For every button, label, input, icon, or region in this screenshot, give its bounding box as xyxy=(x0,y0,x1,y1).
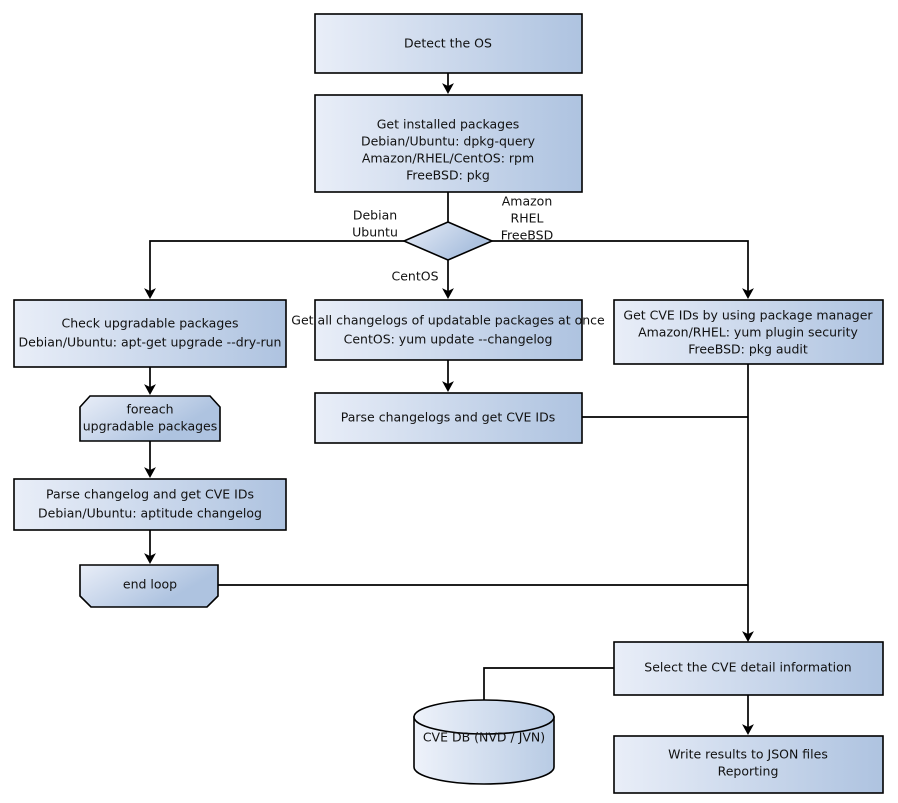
select-cve-detail-box[interactable] xyxy=(613,641,884,696)
write-results-line-2: Reporting xyxy=(718,764,779,779)
parse-changelog-box[interactable] xyxy=(13,478,287,531)
edges-layer xyxy=(144,73,754,735)
node-get-all-changelogs[interactable]: Get all changelogs of updatable packages… xyxy=(291,299,605,361)
detect-os-label: Detect the OS xyxy=(404,36,492,51)
foreach-line-2: upgradable packages xyxy=(83,419,218,434)
edge-decision-right-to-getcve xyxy=(492,240,754,299)
cve-db-cylinder-top xyxy=(413,699,555,735)
label-ubuntu: Ubuntu xyxy=(352,225,398,240)
parse-changelog-line-2: Debian/Ubuntu: aptitude changelog xyxy=(38,506,262,521)
edge-label-amazon-rhel-freebsd: Amazon RHEL FreeBSD xyxy=(501,194,553,243)
node-check-upgradable-packages[interactable]: Check upgradable packages Debian/Ubuntu:… xyxy=(13,299,287,368)
parse-changelogs-label: Parse changelogs and get CVE IDs xyxy=(341,410,555,425)
os-decision-diamond[interactable] xyxy=(401,221,495,261)
foreach-loop-shape[interactable] xyxy=(79,395,221,442)
get-all-changelogs-line-1: Get all changelogs of updatable packages… xyxy=(291,313,605,328)
parse-changelogs-box[interactable] xyxy=(314,392,583,444)
cve-db-label: CVE DB (NVD / JVN) xyxy=(423,730,545,745)
node-write-results[interactable]: Write results to JSON files Reporting xyxy=(613,735,884,794)
get-cve-ids-line-1: Get CVE IDs by using package manager xyxy=(623,308,873,323)
write-results-line-1: Write results to JSON files xyxy=(668,747,828,762)
edge-label-debian-ubuntu: Debian Ubuntu xyxy=(352,208,398,240)
detect-os-box[interactable] xyxy=(314,13,583,74)
node-os-decision[interactable] xyxy=(401,221,495,261)
label-amazon: Amazon xyxy=(502,194,553,209)
end-loop-shape[interactable] xyxy=(79,564,219,608)
edge-selectcve-to-db xyxy=(483,667,614,709)
edge-decision-left-to-check xyxy=(144,240,404,299)
label-centos: CentOS xyxy=(391,269,438,284)
check-upgradable-packages-box[interactable] xyxy=(13,299,287,368)
node-select-cve-detail[interactable]: Select the CVE detail information xyxy=(613,641,884,696)
node-get-installed-packages[interactable]: Get installed packages Debian/Ubuntu: dp… xyxy=(314,94,583,193)
foreach-line-1: foreach xyxy=(126,402,173,417)
node-parse-changelogs-cve[interactable]: Parse changelogs and get CVE IDs xyxy=(314,392,583,444)
get-cve-ids-box[interactable] xyxy=(613,299,884,365)
get-installed-packages-line-1: Get installed packages xyxy=(377,117,520,132)
get-all-changelogs-box[interactable] xyxy=(314,299,583,361)
node-end-loop[interactable]: end loop xyxy=(79,564,219,608)
node-detect-os[interactable]: Detect the OS xyxy=(314,13,583,74)
check-upgradable-line-2: Debian/Ubuntu: apt-get upgrade --dry-run xyxy=(19,335,282,350)
parse-changelog-line-1: Parse changelog and get CVE IDs xyxy=(46,487,254,502)
label-freebsd: FreeBSD xyxy=(501,228,553,243)
cve-db-cylinder-body[interactable] xyxy=(413,716,555,785)
get-installed-packages-line-3: Amazon/RHEL/CentOS: rpm xyxy=(362,151,534,166)
select-cve-detail-label: Select the CVE detail information xyxy=(644,660,851,675)
get-installed-packages-line-4: FreeBSD: pkg xyxy=(406,168,490,183)
node-parse-changelog-cve[interactable]: Parse changelog and get CVE IDs Debian/U… xyxy=(13,478,287,531)
get-installed-packages-box[interactable] xyxy=(314,94,583,193)
get-cve-ids-line-2: Amazon/RHEL: yum plugin security xyxy=(638,325,858,340)
label-debian: Debian xyxy=(353,208,397,223)
node-cve-db[interactable]: CVE DB (NVD / JVN) xyxy=(413,699,555,785)
label-rhel: RHEL xyxy=(511,211,544,226)
get-installed-packages-line-2: Debian/Ubuntu: dpkg-query xyxy=(361,134,536,149)
check-upgradable-line-1: Check upgradable packages xyxy=(62,316,239,331)
node-foreach-upgradable[interactable]: foreach upgradable packages xyxy=(79,395,221,442)
node-get-cve-ids-package-manager[interactable]: Get CVE IDs by using package manager Ama… xyxy=(613,299,884,365)
end-loop-label: end loop xyxy=(123,577,177,592)
get-cve-ids-line-3: FreeBSD: pkg audit xyxy=(688,342,808,357)
get-all-changelogs-line-2: CentOS: yum update --changelog xyxy=(344,332,553,347)
edge-label-centos: CentOS xyxy=(391,269,438,284)
write-results-box[interactable] xyxy=(613,735,884,794)
